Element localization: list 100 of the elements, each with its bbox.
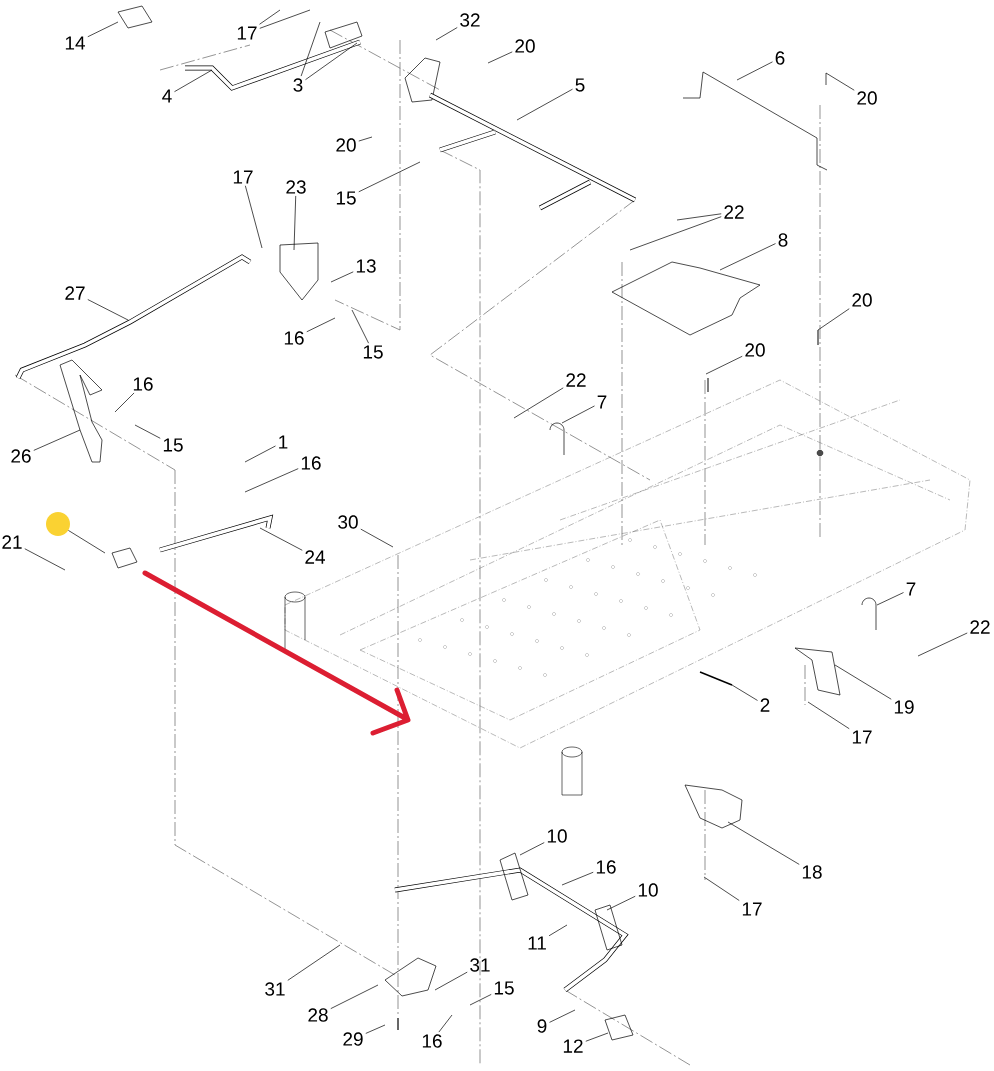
callout-number: 16 [284, 331, 304, 345]
leader-line [606, 895, 636, 911]
callout-number: 20 [852, 293, 872, 307]
callout-number: 7 [906, 582, 916, 596]
leader-line [244, 468, 299, 493]
leader-line [330, 271, 354, 283]
callout-number: 12 [563, 1039, 583, 1053]
callout-number: 27 [65, 286, 85, 300]
leader-line [245, 185, 263, 249]
callout-number: 26 [11, 449, 31, 463]
leader-line [330, 984, 379, 1009]
leader-line [174, 69, 213, 93]
leader-line [676, 213, 722, 221]
leader-line [358, 136, 373, 142]
leader-line [365, 1024, 386, 1034]
callout-number: 11 [528, 936, 546, 950]
callout-number: 14 [65, 36, 85, 50]
leader-line [469, 994, 492, 1006]
callout-number: 16 [422, 1034, 442, 1048]
callout-number: 15 [363, 345, 383, 359]
leader-line [244, 445, 276, 463]
leader-line [876, 592, 904, 606]
leader-line [834, 664, 892, 700]
leader-line [548, 924, 568, 937]
leader-line [87, 299, 129, 321]
callout-number: 20 [745, 343, 765, 357]
callout-number: 10 [638, 883, 658, 897]
callout-number: 17 [852, 730, 872, 744]
callout-number: 2 [760, 698, 770, 712]
callout-number: 19 [894, 700, 914, 714]
callout-number: 20 [515, 39, 535, 53]
callout-number: 4 [162, 89, 172, 103]
callout-number: 29 [343, 1032, 363, 1046]
leader-line [259, 9, 311, 29]
callout-number: 10 [547, 829, 567, 843]
leader-line [259, 9, 281, 25]
leader-line [917, 632, 968, 657]
leader-line [68, 530, 106, 554]
leader-line [134, 424, 161, 439]
leader-line [516, 88, 573, 121]
callout-number: 8 [778, 233, 788, 247]
callout-number: 16 [301, 456, 321, 470]
leader-line [719, 243, 776, 271]
leader-line [114, 392, 135, 413]
leader-line [585, 1032, 609, 1042]
callout-number: 22 [566, 373, 586, 387]
leader-line [87, 21, 119, 38]
leader-line [306, 317, 336, 333]
leader-line [703, 876, 740, 901]
leader-line [293, 195, 297, 251]
leader-line [817, 308, 850, 331]
callout-number: 9 [537, 1019, 547, 1033]
callout-number: 24 [305, 550, 325, 564]
leader-line [705, 355, 743, 375]
leader-line [33, 429, 81, 451]
leader-line [351, 309, 369, 344]
callout-number: 7 [597, 395, 607, 409]
leader-line [434, 971, 468, 991]
leader-line [561, 871, 594, 886]
leader-line [513, 387, 564, 419]
leader-line [300, 21, 321, 77]
leader-line [736, 61, 773, 81]
callout-number: 17 [742, 902, 762, 916]
leader-line [487, 51, 513, 64]
leader-line [727, 821, 800, 865]
callout-number: 17 [233, 170, 253, 184]
callout-number: 17 [237, 26, 257, 40]
leader-line [549, 1009, 576, 1023]
leader-line [24, 548, 66, 571]
callout-number: 15 [163, 438, 183, 452]
callout-number: 16 [133, 377, 153, 391]
callout-number: 3 [293, 78, 303, 92]
callout-number: 6 [775, 51, 785, 65]
callout-number: 1 [279, 435, 288, 449]
callout-number: 18 [802, 865, 822, 879]
leader-line [438, 1014, 453, 1033]
callout-number: 16 [596, 860, 616, 874]
leader-line [629, 216, 722, 251]
leader-line [561, 405, 595, 424]
leader-line [731, 684, 758, 701]
callout-number: 20 [336, 138, 356, 152]
leader-line [825, 72, 855, 91]
highlight-dot [46, 512, 70, 536]
callout-number: 22 [970, 620, 990, 634]
callout-number: 32 [460, 13, 480, 27]
leader-line [519, 842, 545, 856]
callout-number: 5 [575, 78, 585, 92]
callout-number: 28 [308, 1008, 328, 1022]
callout-number: 13 [356, 259, 376, 273]
leader-line [259, 527, 303, 551]
callout-number: 22 [724, 205, 744, 219]
leader-line [435, 27, 458, 41]
callout-number: 15 [336, 191, 356, 205]
callout-number: 30 [338, 515, 358, 529]
callout-number: 20 [857, 91, 877, 105]
leader-line [358, 161, 421, 193]
leader-line [360, 528, 394, 548]
callout-number: 31 [470, 958, 490, 972]
leader-line [305, 42, 358, 81]
leader-line [807, 701, 850, 730]
